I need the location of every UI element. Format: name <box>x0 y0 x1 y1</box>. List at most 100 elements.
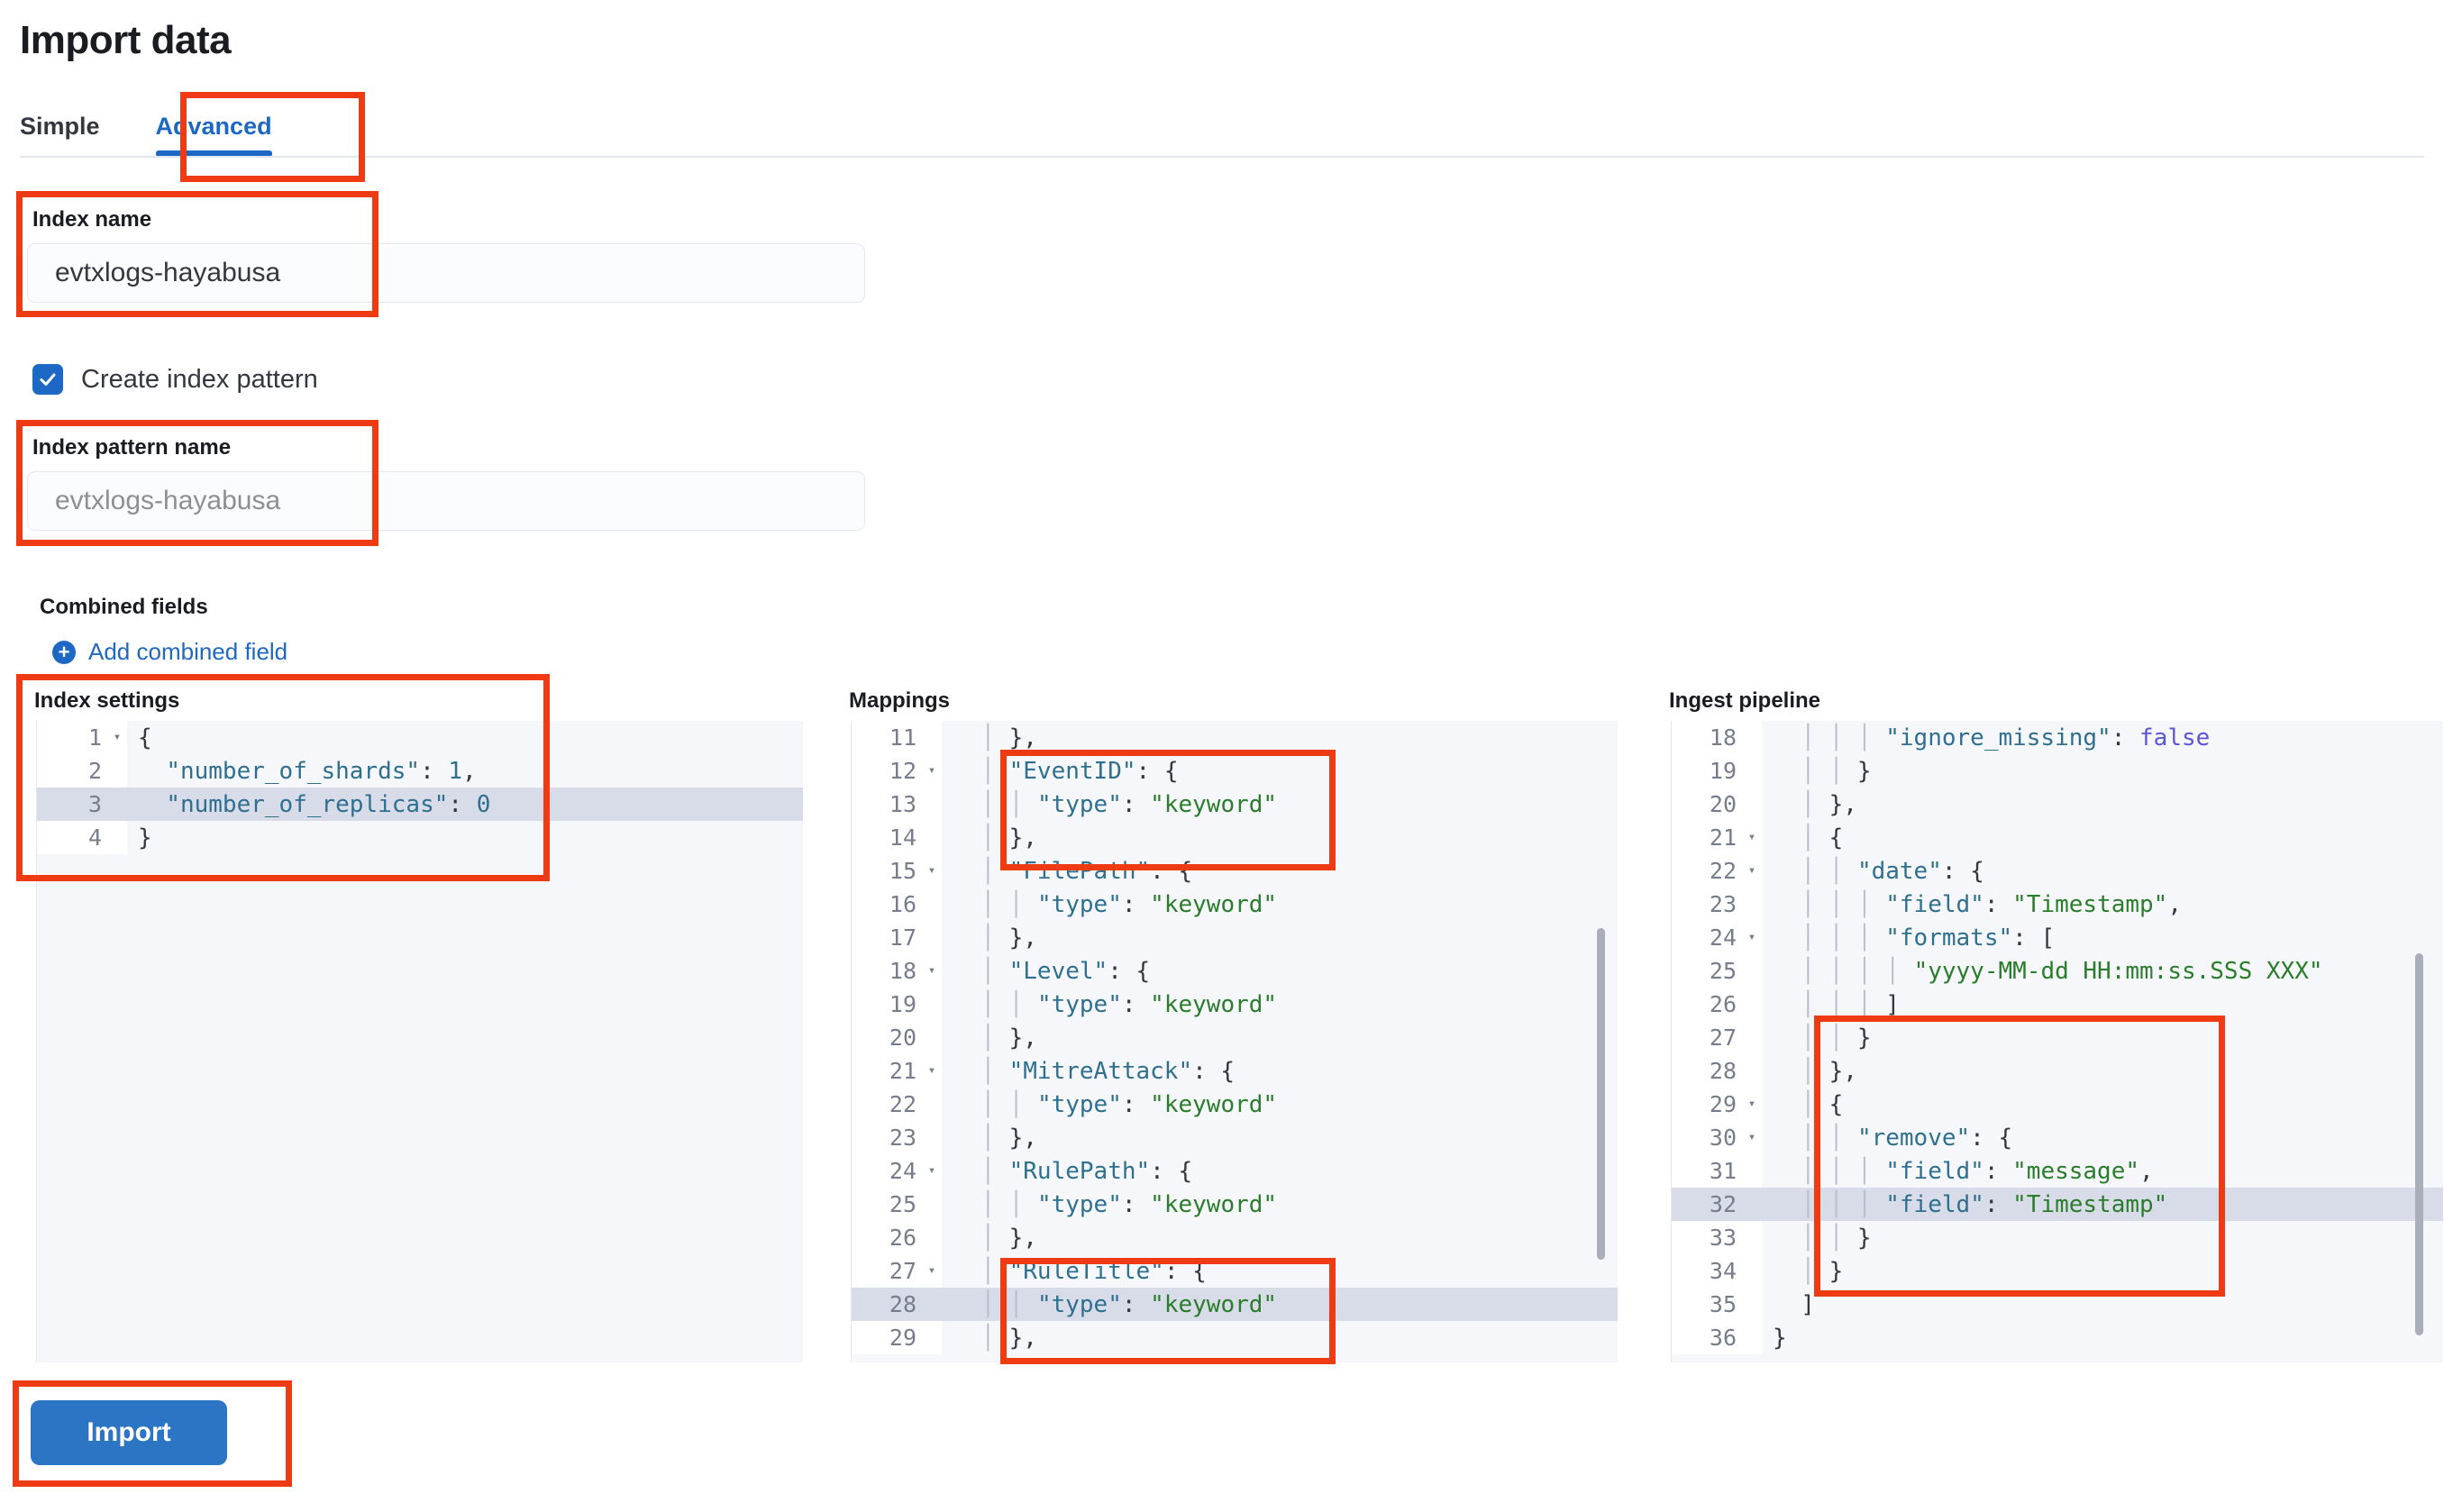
line-number: 35 <box>1672 1288 1742 1321</box>
index-pattern-name-input[interactable]: evtxlogs-hayabusa <box>27 471 865 531</box>
code-line[interactable]: 2 "number_of_shards": 1, <box>37 754 803 788</box>
code-text: "number_of_shards": 1, <box>166 757 477 785</box>
code-line[interactable]: 12▾ │ "EventID": { <box>852 754 1618 788</box>
code-line[interactable]: 27▾ │ "RuleTitle": { <box>852 1254 1618 1288</box>
code-text: │ }, <box>1801 1057 1857 1085</box>
fold-toggle-icon[interactable]: ▾ <box>922 1254 942 1288</box>
code-line[interactable]: 33 │ │ } <box>1672 1221 2443 1254</box>
code-text: │ "RulePath": { <box>980 1157 1193 1185</box>
code-line[interactable]: 18 │ │ │ "ignore_missing": false <box>1672 721 2443 754</box>
code-text: │ │ "type": "keyword" <box>980 990 1278 1018</box>
fold-toggle-icon[interactable]: ▾ <box>107 721 127 754</box>
code-line[interactable]: 35 ] <box>1672 1288 2443 1321</box>
add-combined-field-button[interactable]: + Add combined field <box>52 638 287 666</box>
tab-simple[interactable]: Simple <box>20 113 100 140</box>
fold-toggle-icon[interactable]: ▾ <box>922 854 942 888</box>
create-index-pattern-row[interactable]: Create index pattern <box>32 364 318 395</box>
code-line[interactable]: 13 │ │ "type": "keyword" <box>852 788 1618 821</box>
fold-toggle-icon[interactable]: ▾ <box>922 1154 942 1188</box>
fold-toggle-icon[interactable]: ▾ <box>1742 1121 1762 1154</box>
code-line[interactable]: 14 │ }, <box>852 821 1618 854</box>
code-line[interactable]: 20 │ }, <box>852 1021 1618 1054</box>
ingest-pipeline-scrollbar[interactable] <box>2415 953 2423 1335</box>
fold-spacer <box>922 1121 942 1154</box>
code-line[interactable]: 21▾ │ "MitreAttack": { <box>852 1054 1618 1088</box>
fold-toggle-icon[interactable]: ▾ <box>1742 821 1762 854</box>
plus-circle-icon: + <box>52 640 76 664</box>
index-settings-editor[interactable]: 1▾{2 "number_of_shards": 1,3 "number_of_… <box>36 721 803 1362</box>
code-line[interactable]: 19 │ │ "type": "keyword" <box>852 988 1618 1021</box>
index-name-input[interactable]: evtxlogs-hayabusa <box>27 243 865 303</box>
fold-spacer <box>922 788 942 821</box>
code-line[interactable]: 27 │ │ } <box>1672 1021 2443 1054</box>
code-text: │ }, <box>980 1124 1037 1152</box>
line-number: 12 <box>852 754 922 788</box>
code-line[interactable]: 28 │ │ "type": "keyword" <box>852 1288 1618 1321</box>
checkbox-checked-icon[interactable] <box>32 364 63 395</box>
line-number: 23 <box>1672 888 1742 921</box>
code-line[interactable]: 4} <box>37 821 803 854</box>
code-line[interactable]: 22 │ │ "type": "keyword" <box>852 1088 1618 1121</box>
code-line[interactable]: 34 │ } <box>1672 1254 2443 1288</box>
code-line[interactable]: 31 │ │ │ "field": "message", <box>1672 1154 2443 1188</box>
code-line[interactable]: 18▾ │ "Level": { <box>852 954 1618 988</box>
code-line[interactable]: 3 "number_of_replicas": 0 <box>37 788 803 821</box>
line-number: 34 <box>1672 1254 1742 1288</box>
code-text: │ │ │ "ignore_missing": false <box>1801 724 2211 751</box>
code-text: │ } <box>1801 1257 1844 1285</box>
fold-toggle-icon[interactable]: ▾ <box>1742 921 1762 954</box>
code-line[interactable]: 29▾ │ { <box>1672 1088 2443 1121</box>
code-line[interactable]: 32 │ │ │ "field": "Timestamp" <box>1672 1188 2443 1221</box>
line-number: 3 <box>37 788 107 821</box>
fold-toggle-icon[interactable]: ▾ <box>1742 1088 1762 1121</box>
code-line[interactable]: 26 │ }, <box>852 1221 1618 1254</box>
code-line[interactable]: 26 │ │ │ ] <box>1672 988 2443 1021</box>
index-pattern-name-label: Index pattern name <box>32 435 232 460</box>
code-text: │ │ } <box>1801 1024 1872 1052</box>
code-text: │ }, <box>1801 790 1857 818</box>
code-line[interactable]: 24▾ │ │ │ "formats": [ <box>1672 921 2443 954</box>
code-line[interactable]: 23 │ }, <box>852 1121 1618 1154</box>
code-line[interactable]: 20 │ }, <box>1672 788 2443 821</box>
line-number: 22 <box>852 1088 922 1121</box>
mappings-scrollbar[interactable] <box>1597 928 1605 1260</box>
code-line[interactable]: 21▾ │ { <box>1672 821 2443 854</box>
line-number: 21 <box>852 1054 922 1088</box>
code-text: { <box>138 724 152 751</box>
fold-spacer <box>922 988 942 1021</box>
code-line[interactable]: 23 │ │ │ "field": "Timestamp", <box>1672 888 2443 921</box>
code-text: │ { <box>1801 1090 1844 1118</box>
line-number: 20 <box>1672 788 1742 821</box>
fold-spacer <box>922 1021 942 1054</box>
code-line[interactable]: 19 │ │ } <box>1672 754 2443 788</box>
fold-toggle-icon[interactable]: ▾ <box>922 1054 942 1088</box>
code-line[interactable]: 22▾ │ │ "date": { <box>1672 854 2443 888</box>
line-number: 30 <box>1672 1121 1742 1154</box>
code-line[interactable]: 29 │ }, <box>852 1321 1618 1354</box>
code-line[interactable]: 24▾ │ "RulePath": { <box>852 1154 1618 1188</box>
code-line[interactable]: 1▾{ <box>37 721 803 754</box>
code-text: │ }, <box>980 824 1037 852</box>
fold-toggle-icon[interactable]: ▾ <box>922 954 942 988</box>
code-line[interactable]: 36} <box>1672 1321 2443 1354</box>
code-line[interactable]: 28 │ }, <box>1672 1054 2443 1088</box>
code-line[interactable]: 25 │ │ "type": "keyword" <box>852 1188 1618 1221</box>
fold-toggle-icon[interactable]: ▾ <box>1742 854 1762 888</box>
code-text: │ │ │ "field": "message", <box>1801 1157 2154 1185</box>
fold-spacer <box>1742 1288 1762 1321</box>
code-line[interactable]: 25 │ │ │ │ "yyyy-MM-dd HH:mm:ss.SSS XXX" <box>1672 954 2443 988</box>
code-line[interactable]: 17 │ }, <box>852 921 1618 954</box>
fold-spacer <box>107 821 127 854</box>
tab-advanced[interactable]: Advanced <box>140 113 288 157</box>
code-line[interactable]: 15▾ │ "FilePath": { <box>852 854 1618 888</box>
fold-toggle-icon[interactable]: ▾ <box>922 754 942 788</box>
fold-spacer <box>1742 1054 1762 1088</box>
code-line[interactable]: 30▾ │ │ "remove": { <box>1672 1121 2443 1154</box>
import-button[interactable]: Import <box>31 1400 227 1465</box>
mappings-editor[interactable]: 11 │ },12▾ │ "EventID": {13 │ │ "type": … <box>851 721 1618 1362</box>
code-line[interactable]: 16 │ │ "type": "keyword" <box>852 888 1618 921</box>
code-text: │ "Level": { <box>980 957 1151 985</box>
fold-spacer <box>922 921 942 954</box>
code-line[interactable]: 11 │ }, <box>852 721 1618 754</box>
